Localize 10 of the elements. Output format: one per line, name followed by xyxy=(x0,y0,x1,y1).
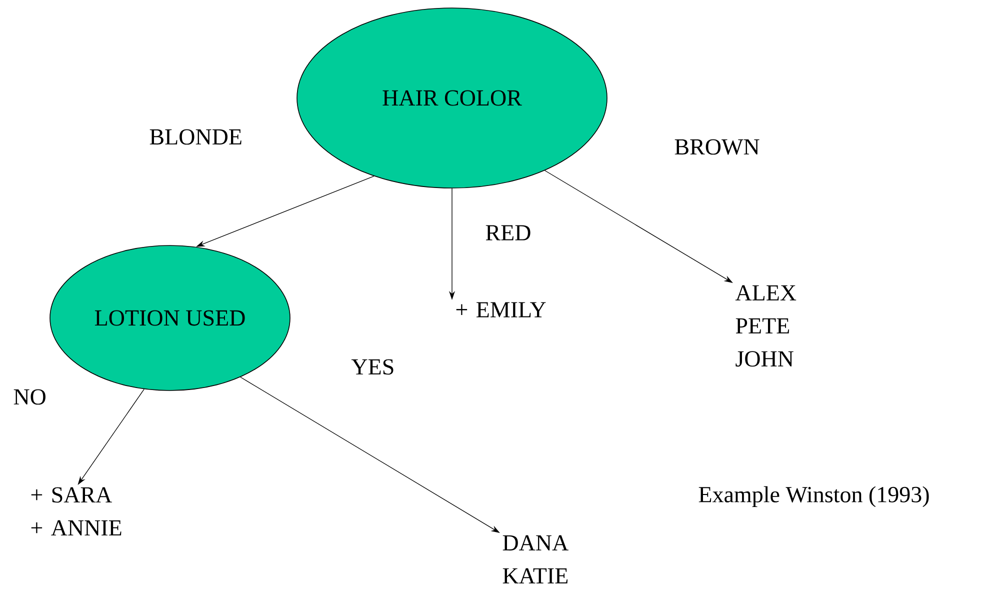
leaf-text: + SARA + ANNIE xyxy=(31,487,122,536)
edge-label: YES xyxy=(350,358,396,376)
edge-label: NO xyxy=(12,388,48,406)
leaf-text: ALEX PETE JOHN xyxy=(735,285,796,367)
edge-label: RED xyxy=(484,224,532,242)
edge-label: BLONDE xyxy=(148,128,244,146)
leaf-text: + EMILY xyxy=(456,302,546,318)
edge-label: BROWN xyxy=(673,138,761,156)
leaf-text: DANA KATIE xyxy=(502,535,568,584)
citation-note: Example Winston (1993) xyxy=(698,486,929,508)
